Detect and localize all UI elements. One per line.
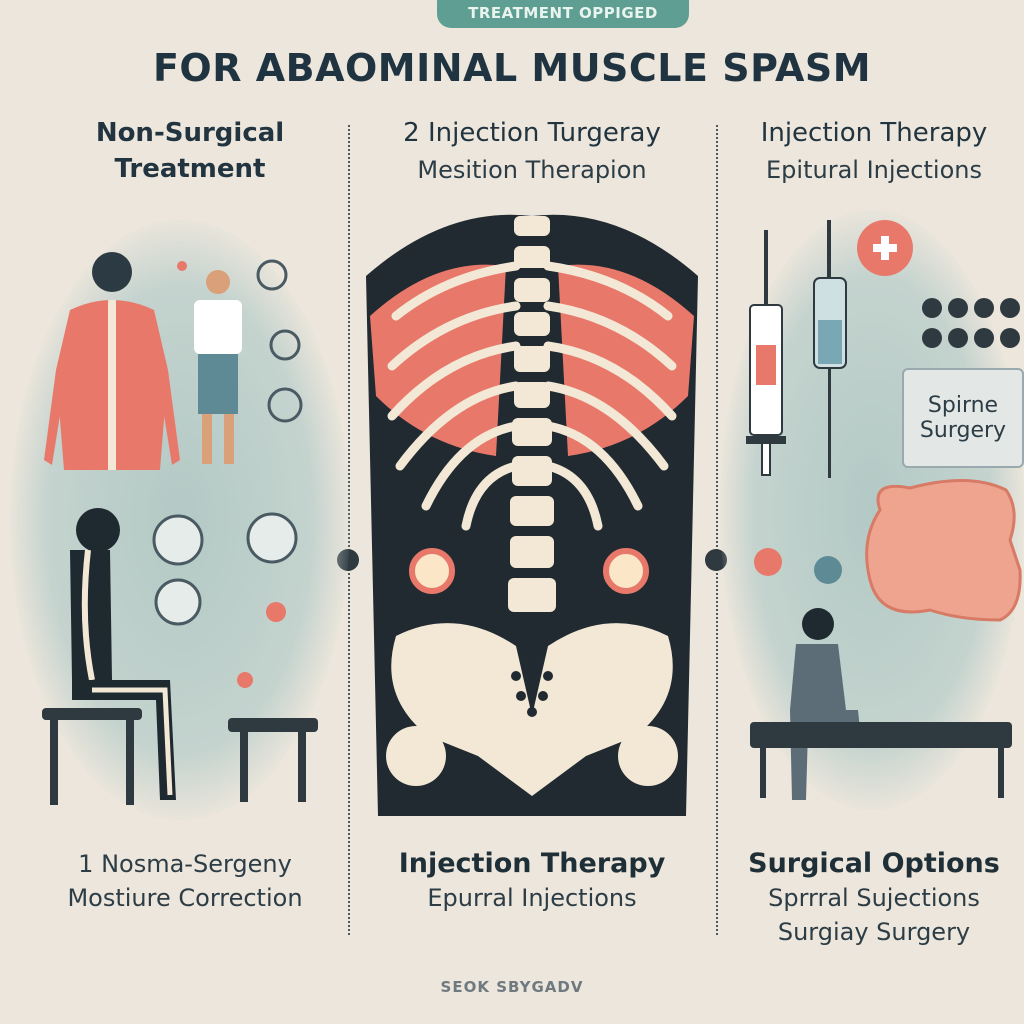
col3-caption-sub: Sprrral Sujections [768,884,980,912]
col1-caption-sub: Mostiure Correction [67,884,303,912]
col2-caption-sub: Epurral Injections [427,884,637,912]
col1-heading-line2: Treatment [114,154,266,184]
pill-dots [922,298,1020,348]
non-surgical-illustration [42,252,318,805]
header-badge: TREATMENT OPPIGED [437,0,689,28]
pelvis [386,623,678,796]
seated-posture-figure [42,508,318,805]
syringe [746,230,786,476]
spine-surgery-label-line2: Surgery [919,418,1007,443]
spine-surgery-label-line1: Spirne [927,393,999,418]
footer-text: SEOK SBYGADV [440,978,584,996]
seated-patient [790,608,860,800]
iv-bag [813,220,847,478]
col3-caption-sub2: Surgiay Surgery [777,918,971,946]
col2-caption-title: Injection Therapy [398,848,666,879]
col3-heading: Injection Therapy [760,118,988,148]
back-anatomy-figure [44,252,180,470]
col1-heading: Non-Surgical [95,118,285,148]
col2-subheading: Mesition Therapion [417,156,647,184]
treatment-bench [750,722,1012,748]
column-divider-right [716,125,718,935]
col3-caption-title: Surgical Options [748,848,1000,879]
abdominal-anatomy-illustration [366,214,698,816]
col3-subheading: Epitural Injections [766,156,982,184]
spine-surgery-panel: Spirne Surgery [902,368,1024,468]
intestine [865,478,1022,622]
spine [508,216,556,612]
col1-caption-title: 1 Nosma-Sergeny [78,850,292,878]
surgical-illustration [746,220,1022,800]
page-title: FOR ABAOMINAL MUSCLE SPASM [152,46,872,90]
rib-cage [387,261,677,531]
col2-heading: 2 Injection Turgeray [403,118,661,148]
standing-person [194,270,242,464]
